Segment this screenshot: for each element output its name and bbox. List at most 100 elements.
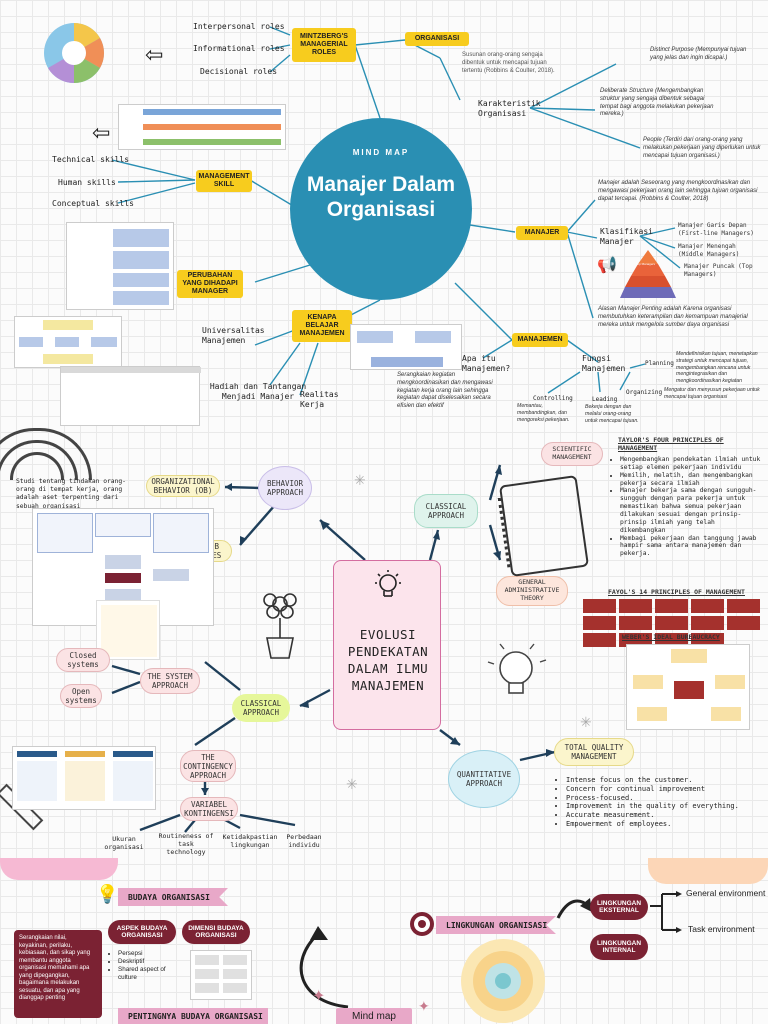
organizing-label: Organizing bbox=[626, 389, 663, 396]
taylor-principles-list: Mengembangkan pendekatan ilmiah untuk se… bbox=[612, 456, 762, 558]
circle-kicker: MIND MAP bbox=[352, 148, 410, 157]
alasan-note: Alasan Manajer Penting adalah Karena org… bbox=[598, 306, 748, 328]
aspek-list: Persepsi Deskriptif Shared aspect of cul… bbox=[110, 950, 174, 981]
organisasi-definition: Susunan orang-orang sengaja dibentuk unt… bbox=[462, 52, 555, 74]
quantitative-approach-node: QUANTITATIVE APPROACH bbox=[448, 750, 520, 808]
curved-arrow-doodle bbox=[288, 922, 358, 1012]
lingkungan-banner: LINGKUNGAN ORGANISASI bbox=[436, 916, 556, 934]
central-topic-circle: MIND MAP Manajer Dalam Organisasi bbox=[290, 118, 472, 300]
system-diagram-image bbox=[12, 746, 156, 810]
mintzberg-roles-node: MINTZBERG'S MANAGERIAL ROLES bbox=[292, 28, 356, 62]
controlling-label: Controlling bbox=[533, 395, 573, 402]
tqm-item: Accurate measurement. bbox=[566, 811, 758, 820]
budaya-banner: BUDAYA ORGANISASI bbox=[118, 888, 228, 906]
pyramid-label: Top Managers bbox=[636, 262, 656, 266]
klasifikasi-manajer: Klasifikasi Manajer bbox=[600, 227, 653, 247]
mintzberg-item: Informational roles bbox=[193, 44, 285, 53]
universalitas-item: Universalitas Manajemen bbox=[202, 326, 265, 346]
tqm-item: Improvement in the quality of everything… bbox=[566, 802, 758, 811]
manager-pyramid-image bbox=[620, 250, 676, 300]
weber-title: WEBER'S IDEAL BUREAUCRACY bbox=[622, 633, 720, 641]
curved-arrow-doodle bbox=[556, 896, 592, 922]
variabel-item: Ketidakpastian lingkungan bbox=[222, 833, 278, 849]
mind-map-footer-label: Mind map bbox=[336, 1008, 412, 1024]
variabel-item: Routineness of task technology bbox=[158, 832, 214, 856]
variabel-item: Perbedaan individu bbox=[286, 833, 322, 849]
management-levels-chart-image bbox=[118, 104, 286, 150]
organizing-desc: Mengatur dan menyusun pekerjaan untuk me… bbox=[664, 387, 760, 400]
target-icon bbox=[408, 910, 436, 938]
fungsi-manajemen: Fungsi Manajemen bbox=[582, 354, 626, 374]
fayol-title: FAYOL'S 14 PRINCIPLES OF MANAGEMENT bbox=[608, 588, 745, 596]
ob-description: Studi tentang tindakan orang-orang di te… bbox=[16, 478, 126, 510]
apa-itu-manajemen: Apa itu Manajemen? bbox=[462, 354, 511, 374]
env-connector bbox=[650, 891, 682, 933]
tqm-item: Empowerment of employees. bbox=[566, 820, 758, 829]
planning-label: Planning bbox=[645, 360, 674, 367]
leading-label: Leading bbox=[592, 396, 618, 403]
people-note: People (Terdiri dari orang-orang yang me… bbox=[643, 137, 761, 159]
system-approach-node: THE SYSTEM APPROACH bbox=[140, 668, 200, 694]
scalloped-border-left bbox=[0, 858, 118, 880]
fayol-grid-image bbox=[583, 599, 761, 649]
planning-desc: Mendefinisikan tujuan, menetapkan strate… bbox=[676, 351, 758, 384]
notebook-doodle bbox=[497, 475, 590, 577]
dimensi-grid-image bbox=[190, 950, 252, 1000]
variabel-item: Ukuran organisasi bbox=[104, 835, 144, 851]
classical-approach-left-node: CLASSICAL APPROACH bbox=[232, 694, 290, 722]
eksternal-node: LINGKUNGAN EKSTERNAL bbox=[590, 894, 648, 920]
mintzberg-item: Decisional roles bbox=[200, 67, 278, 76]
sparkle-icon: ✳ bbox=[354, 472, 366, 488]
weber-bureaucracy-diagram-image bbox=[626, 644, 750, 730]
behavior-approach-node: BEHAVIOR APPROACH bbox=[258, 466, 312, 510]
environment-diagram-image bbox=[458, 938, 548, 1024]
tqm-node: TOTAL QUALITY MANAGEMENT bbox=[554, 738, 634, 766]
manajer-level: Manajer Puncak (Top Managers) bbox=[684, 263, 753, 278]
lightbulb-icon: 💡 bbox=[96, 884, 119, 904]
ob-advocates-notes-image bbox=[96, 600, 160, 660]
dimensi-budaya-node: DIMENSI BUDAYA ORGANISASI bbox=[182, 920, 250, 944]
taylor-principle: Manajer bekerja sama dengan sungguh-sung… bbox=[620, 487, 762, 534]
sparkle-icon: ✳ bbox=[346, 776, 358, 792]
task-environment-label: Task environment bbox=[688, 924, 755, 934]
leading-desc: Bekerja dengan dan melalui orang-orang u… bbox=[585, 404, 639, 424]
manajer-level: Manajer Menengah (Middle Managers) bbox=[678, 243, 740, 258]
sparkle-icon: ✦ bbox=[418, 998, 430, 1014]
arrow-doodle-icon: ⇦ bbox=[92, 120, 111, 145]
controlling-desc: Memantau, membandingkan, dan mengoreksi … bbox=[517, 403, 570, 423]
sparkle-icon: ✳ bbox=[580, 714, 592, 730]
pentingnya-banner: PENTINGNYA BUDAYA ORGANISASI bbox=[118, 1008, 268, 1024]
tqm-item: Intense focus on the customer. bbox=[566, 776, 758, 785]
evolusi-title: EVOLUSI PENDEKATAN DALAM ILMU MANAJEMEN bbox=[347, 627, 429, 693]
general-environment-label: General environment bbox=[686, 888, 766, 898]
skill-item: Human skills bbox=[58, 178, 116, 187]
roles-wheel-image bbox=[28, 12, 120, 94]
organisasi-node: ORGANISASI bbox=[405, 32, 469, 46]
kenapa-belajar-node: KENAPA BELAJAR MANAJEMEN bbox=[292, 310, 352, 342]
distinct-purpose-note: Distinct Purpose (Mempunyai tujuan yang … bbox=[650, 47, 747, 61]
karakteristik-organisasi: Karakteristik Organisasi bbox=[478, 99, 541, 119]
contingency-approach-node: THE CONTINGENCY APPROACH bbox=[180, 750, 236, 782]
taylor-principle: Membagi pekerjaan dan tanggung jawab ham… bbox=[620, 535, 762, 559]
lightbulb-icon bbox=[372, 569, 404, 601]
evolusi-title-card: EVOLUSI PENDEKATAN DALAM ILMU MANAJEMEN bbox=[333, 560, 441, 730]
budaya-definition: Serangkaian nilai, keyakinan, perilaku, … bbox=[14, 930, 102, 1018]
skill-item: Conceptual skills bbox=[52, 199, 134, 208]
flower-pot-doodle bbox=[255, 590, 305, 660]
aspek-item: Shared aspect of culture bbox=[118, 966, 174, 982]
efficiency-diagram-image bbox=[350, 324, 462, 370]
scientific-management-node: SCIENTIFIC MANAGEMENT bbox=[541, 442, 603, 466]
internal-node: LINGKUNGAN INTERNAL bbox=[590, 934, 648, 960]
perubahan-node: PERUBAHAN YANG DIHADAPI MANAGER bbox=[177, 270, 243, 298]
manajer-level: Manajer Garis Depan (First-line Managers… bbox=[678, 222, 754, 237]
arrow-doodle-icon: ⇦ bbox=[145, 42, 164, 67]
rewards-table-image bbox=[60, 366, 201, 426]
open-systems-node: Open systems bbox=[60, 684, 102, 708]
taylor-principle: Mengembangkan pendekatan ilmiah untuk se… bbox=[620, 456, 762, 472]
aspek-budaya-node: ASPEK BUDAYA ORGANISASI bbox=[108, 920, 176, 944]
organizational-behavior-node: ORGANIZATIONAL BEHAVIOR (OB) bbox=[146, 475, 220, 497]
tqm-item: Concern for continual improvement bbox=[566, 785, 758, 794]
bottom-section: 💡 BUDAYA ORGANISASI ASPEK BUDAYA ORGANIS… bbox=[0, 858, 768, 1024]
management-skill-node: MANAGEMENT SKILL bbox=[196, 170, 252, 192]
megaphone-icon: 📢 bbox=[597, 257, 617, 274]
